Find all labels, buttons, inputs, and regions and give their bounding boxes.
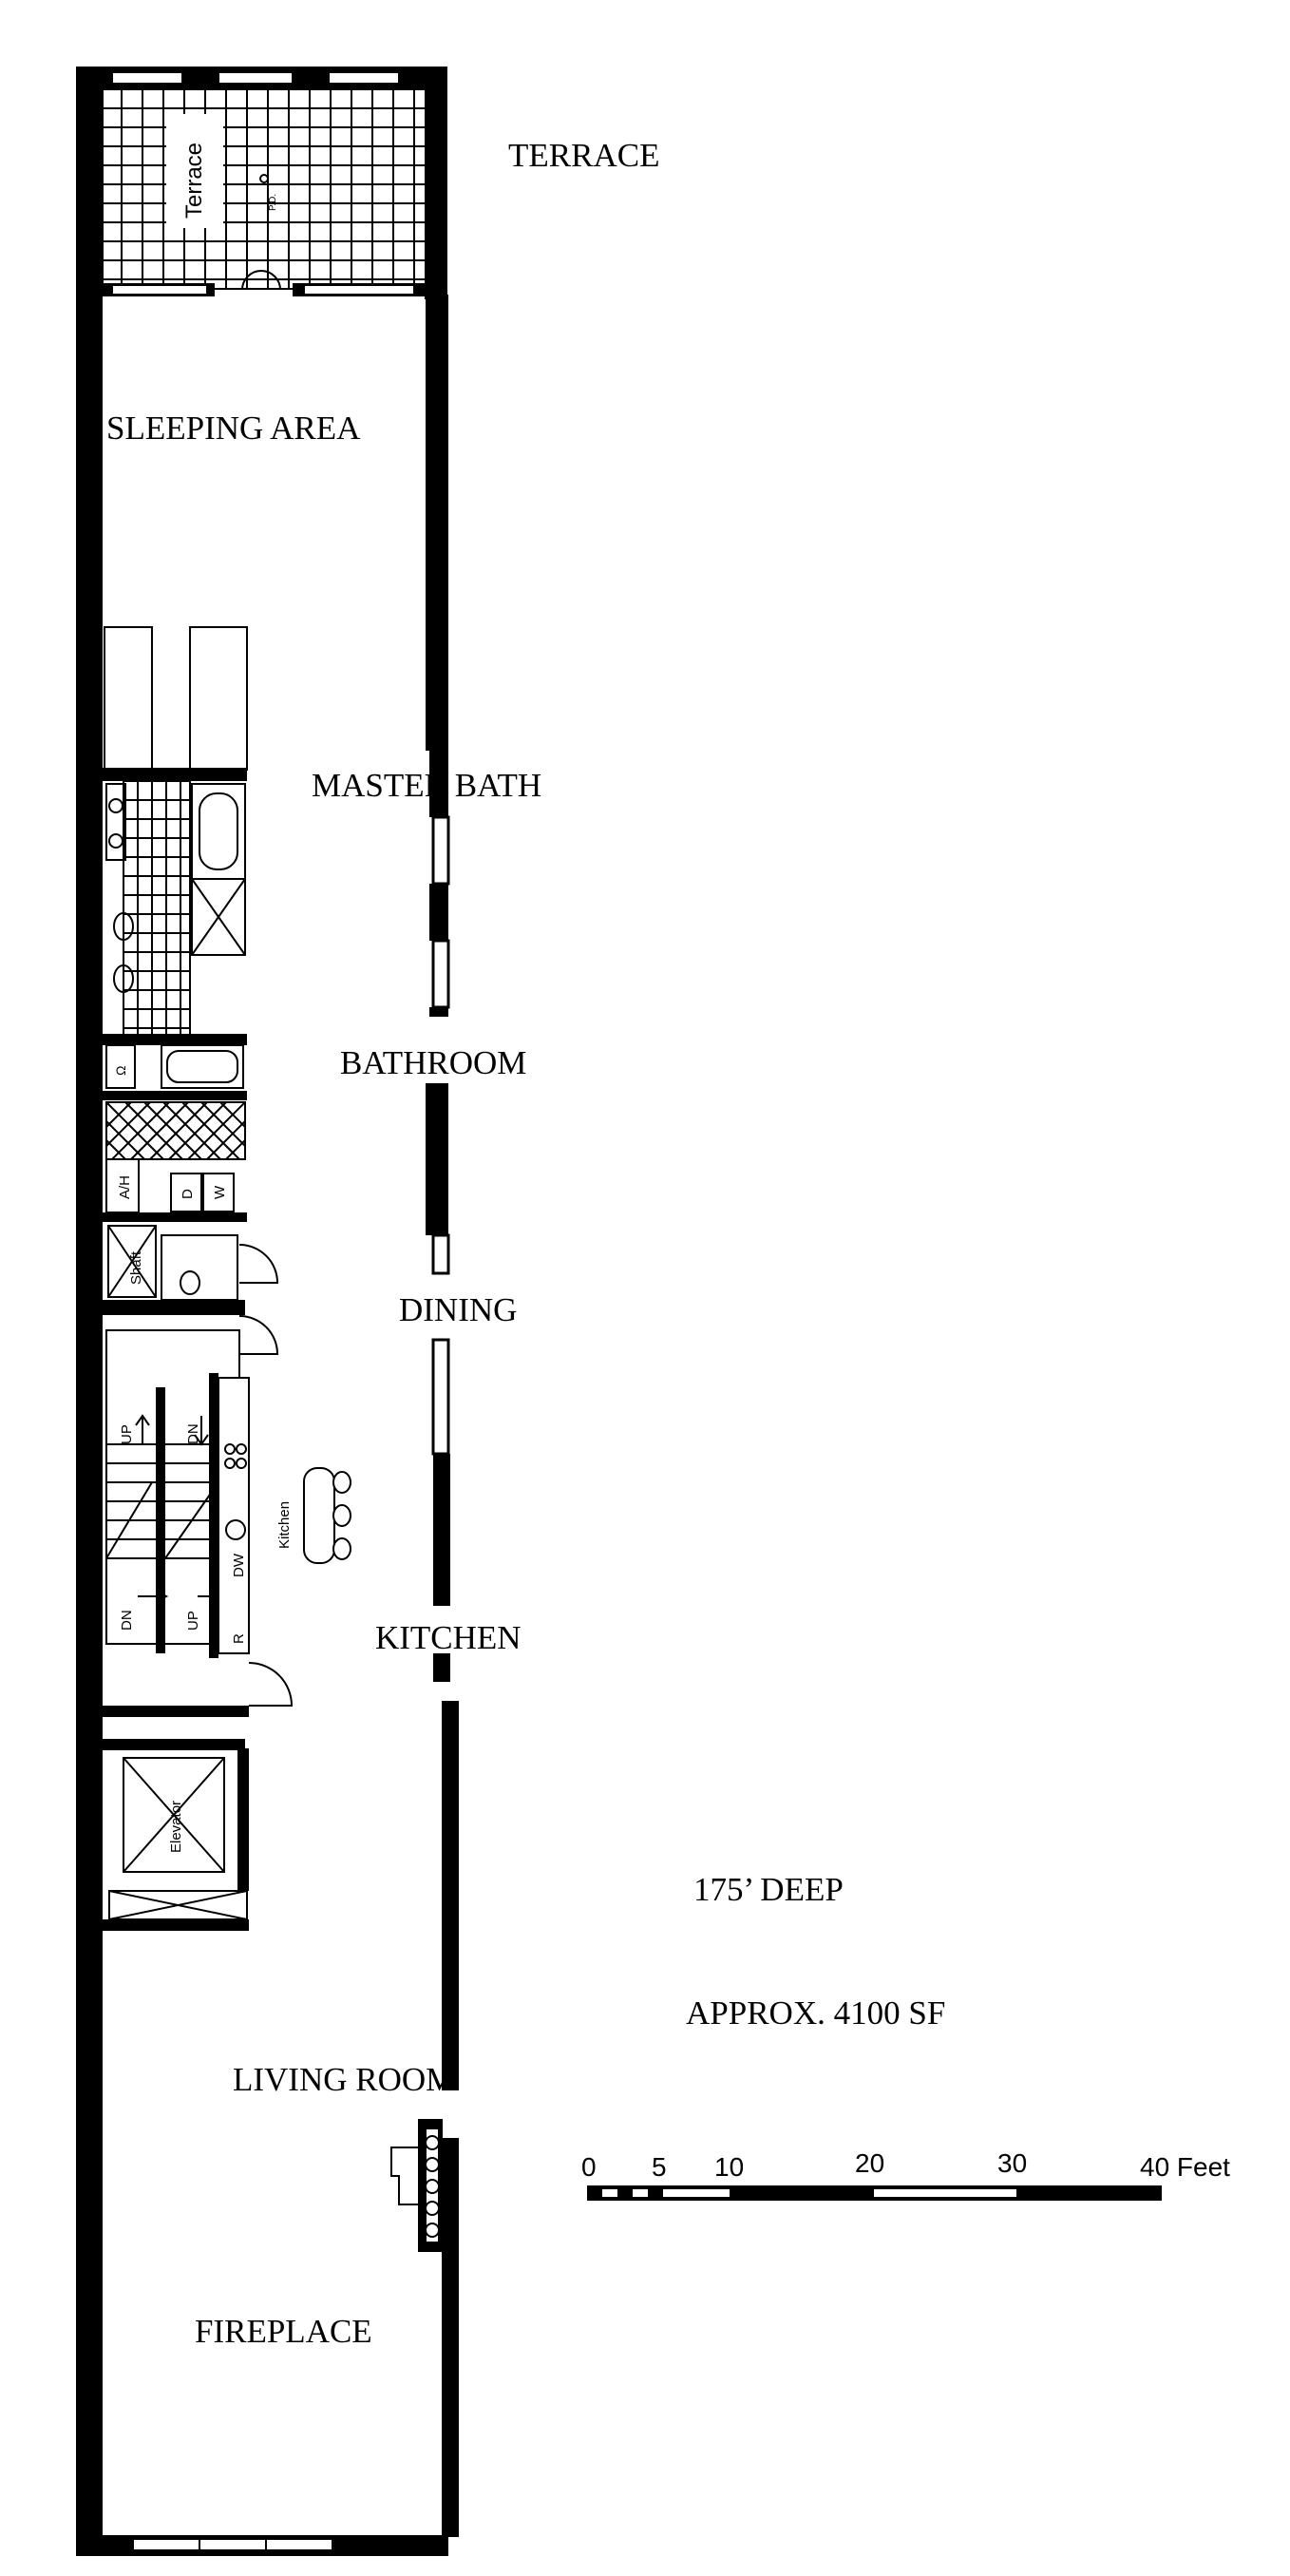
scale-label-5: 5: [652, 2152, 667, 2182]
stairs-kitchen: UP DN DN UP DW R Kitchen: [103, 1329, 351, 1717]
refrigerator-label: R: [231, 1633, 247, 1644]
elevator-label: Elevator: [168, 1801, 184, 1853]
stair-dn-2: DN: [119, 1610, 135, 1631]
washer-label: W: [212, 1185, 228, 1199]
shaft-label: Shaft: [128, 1250, 144, 1285]
ah-label: A/H: [117, 1175, 133, 1199]
stair-up-2: UP: [185, 1611, 201, 1631]
pd-label: P.D.: [268, 194, 278, 211]
dining-label: DINING: [399, 1291, 517, 1328]
right-wall: [426, 751, 459, 2537]
sleeping-area-label: SLEEPING AREA: [106, 410, 361, 447]
dw-label: DW: [231, 1553, 247, 1577]
scale-label-30: 30: [997, 2148, 1027, 2178]
depth-label: 175’ DEEP: [693, 1871, 844, 1908]
bath-block: Ω A/H D W Shaft: [103, 626, 279, 1355]
scale-bar: 0 5 10 20 30 40 Feet: [581, 2148, 1230, 2201]
bathroom-sink-symbol: Ω: [113, 1066, 128, 1076]
terrace-label: TERRACE: [508, 137, 659, 174]
master-bath-label: MASTER BATH: [312, 767, 541, 804]
bottom-windows: [132, 2538, 333, 2551]
living-room-label: LIVING ROOM: [233, 2061, 455, 2098]
kitchen-label: KITCHEN: [375, 1619, 522, 1656]
fireplace-unit: [390, 2119, 443, 2252]
terrace-tiles: Terrace P.D.: [102, 71, 427, 290]
scale-label-0: 0: [581, 2152, 597, 2182]
area-label: APPROX. 4100 SF: [686, 1994, 945, 2032]
bathroom-label: BATHROOM: [340, 1044, 526, 1081]
fireplace-label: FIREPLACE: [195, 2313, 372, 2350]
terrace-door-wall: [103, 270, 426, 296]
scale-label-20: 20: [855, 2148, 884, 2178]
scale-label-40: 40 Feet: [1140, 2152, 1230, 2182]
dryer-label: D: [180, 1189, 196, 1199]
kitchen-inner-label: Kitchen: [276, 1501, 293, 1549]
terrace-inner-label: Terrace: [181, 143, 207, 219]
stair-up-1: UP: [119, 1424, 135, 1444]
scale-label-10: 10: [714, 2152, 744, 2182]
elevator: Elevator: [103, 1739, 249, 1931]
